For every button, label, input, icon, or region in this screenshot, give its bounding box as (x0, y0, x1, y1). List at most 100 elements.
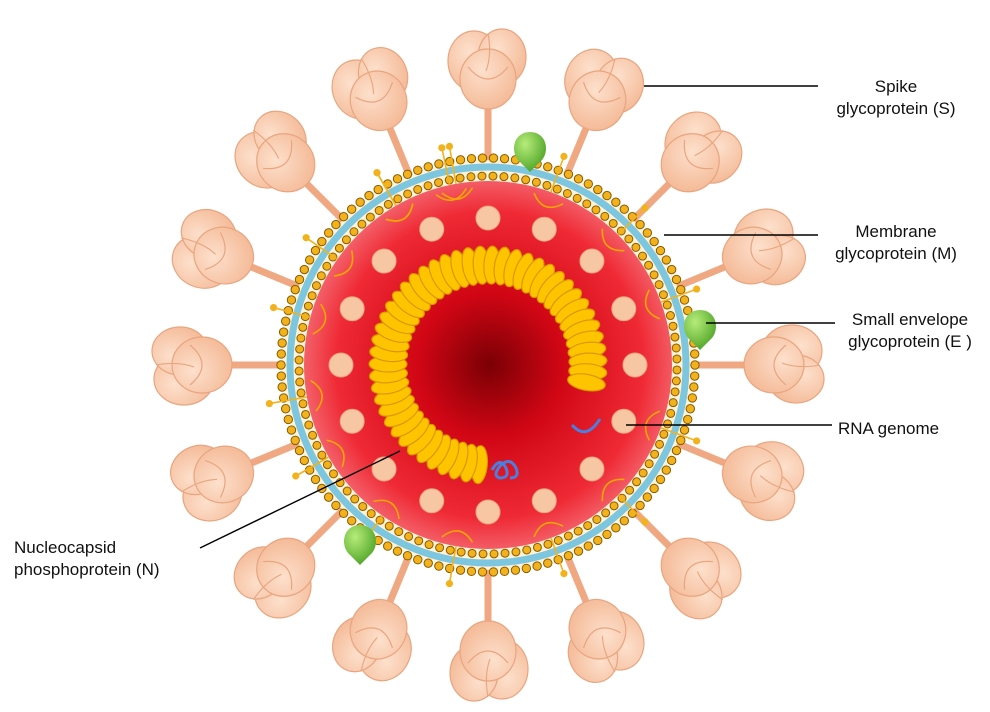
lipid-head (305, 421, 313, 429)
lipid-head (511, 174, 519, 182)
lipid-head (523, 546, 531, 554)
lipid-head (660, 430, 668, 438)
lipid-head (284, 415, 292, 423)
lipid-head (574, 175, 582, 183)
lipid-head (277, 350, 285, 358)
lipid-head (478, 568, 486, 576)
spike-anchor (476, 500, 500, 524)
lipid-head (299, 400, 307, 408)
lipid-head (351, 495, 359, 503)
lipid-head (584, 180, 592, 188)
m-protein-head (266, 400, 273, 407)
lipid-head (295, 275, 303, 283)
lipid-head (299, 323, 307, 331)
lipid-head (574, 527, 582, 535)
spike-anchor (623, 353, 647, 377)
lipid-head (281, 317, 289, 325)
m-protein-head (560, 153, 567, 160)
lipid-head (318, 237, 326, 245)
spike-anchor (580, 249, 604, 273)
lipid-head (686, 405, 694, 413)
lipid-head (659, 291, 667, 299)
lipid-head (612, 198, 620, 206)
lipid-head (672, 446, 680, 454)
spike-anchor (340, 409, 364, 433)
lipid-head (650, 237, 658, 245)
m-protein-head (693, 285, 700, 292)
lipid-head (533, 562, 541, 570)
m-protein-head (693, 437, 700, 444)
lipid-head (467, 173, 475, 181)
lipid-head (383, 542, 391, 550)
lipid-head (554, 536, 562, 544)
lipid-head (302, 410, 310, 418)
lipid-head (414, 166, 422, 174)
spike-anchor (532, 217, 556, 241)
lipid-head (456, 156, 464, 164)
lipid-head (287, 296, 295, 304)
lipid-head (669, 399, 677, 407)
lipid-head (312, 282, 320, 290)
lipid-head (317, 272, 325, 280)
spike-label: Spike glycoprotein (S) (826, 76, 966, 120)
lipid-head (564, 532, 572, 540)
lipid-head (669, 322, 677, 330)
lipid-head (544, 540, 552, 548)
lipid-head (365, 191, 373, 199)
lipid-head (313, 441, 321, 449)
lipid-head (435, 179, 443, 187)
lipid-head (609, 219, 617, 227)
m-protein-head (373, 169, 380, 176)
lipid-head (593, 516, 601, 524)
lipid-head (339, 212, 347, 220)
lipid-head (403, 170, 411, 178)
lipid-head (384, 200, 392, 208)
lipid-head (296, 345, 304, 353)
lipid-head (656, 440, 664, 448)
lipid-head (633, 478, 641, 486)
spike-label-line1: Spike (826, 76, 966, 98)
lipid-head (671, 333, 679, 341)
lipid-head (489, 172, 497, 180)
lipid-head (691, 350, 699, 358)
lipid-head (478, 154, 486, 162)
m-protein-head (446, 580, 453, 587)
lipid-head (594, 185, 602, 193)
lipid-head (626, 486, 634, 494)
lipid-head (323, 262, 331, 270)
lipid-head (684, 415, 692, 423)
lipid-head (295, 367, 303, 375)
lipid-head (300, 456, 308, 464)
lipid-head (467, 567, 475, 575)
lipid-head (335, 244, 343, 252)
lipid-head (415, 537, 423, 545)
lipid-head (500, 154, 508, 162)
lipid-head (603, 191, 611, 199)
lipid-head (650, 271, 658, 279)
lipid-head (602, 509, 610, 517)
lipid-head (500, 173, 508, 181)
lipid-head (478, 172, 486, 180)
rna-label: RNA genome (838, 418, 939, 440)
lipid-head (467, 154, 475, 162)
lipid-head (489, 568, 497, 576)
spike-anchor (372, 249, 396, 273)
lipid-head (457, 548, 465, 556)
lipid-head (342, 236, 350, 244)
spike-anchor (340, 297, 364, 321)
lipid-head (656, 246, 664, 254)
lipid-head (296, 378, 304, 386)
lipid-head (424, 559, 432, 567)
envelope-protein (344, 525, 376, 565)
membrane-label: Membrane glycoprotein (M) (826, 221, 966, 265)
lipid-head (677, 285, 685, 293)
lipid-head (664, 420, 672, 428)
lipid-head (690, 383, 698, 391)
lipid-head (672, 377, 680, 385)
m-protein-head (446, 143, 453, 150)
lipid-head (414, 186, 422, 194)
lipid-head (680, 426, 688, 434)
lipid-head (311, 475, 319, 483)
m-protein-head (560, 570, 567, 577)
lipid-head (651, 450, 659, 458)
